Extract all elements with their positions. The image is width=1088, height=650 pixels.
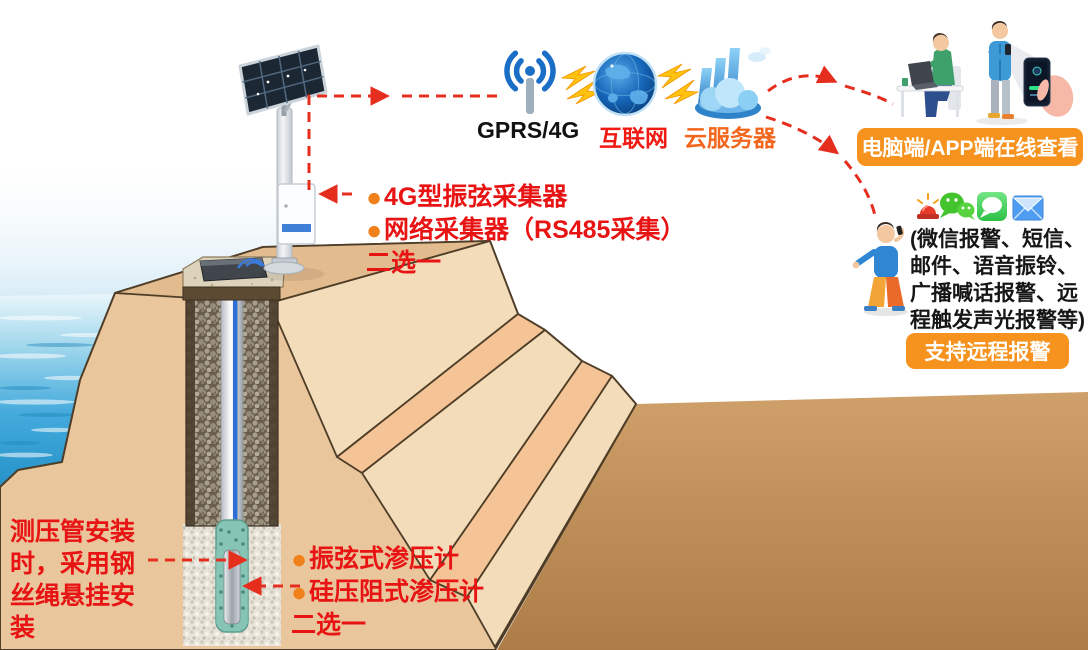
piezometer-note: ● 振弦式渗压计 ● 硅压阻式渗压计 二选一 xyxy=(291,543,484,642)
borehole xyxy=(182,256,286,646)
wechat-icon xyxy=(940,192,975,220)
collector-choose-one: 二选一 xyxy=(366,249,442,277)
connector-cloud-to-alarm-tail xyxy=(843,160,878,221)
connector-cloud-to-pc xyxy=(767,65,838,93)
internet-globe-icon xyxy=(592,51,658,117)
siren-icon xyxy=(917,193,939,219)
alarm-methods-text: (微信报警、短信、邮件、语音振铃、广播喊话报警、远程触发声光报警等) xyxy=(910,228,1085,332)
connector-cloud-to-pc-tail xyxy=(844,84,894,106)
sensor-cable xyxy=(233,286,238,552)
alarm-person-illustration xyxy=(852,222,908,316)
piezometer-option-2-text: 硅压阻式渗压计 xyxy=(309,578,485,606)
internet-label: 互联网 xyxy=(599,125,668,151)
bullet-icon: ● xyxy=(366,215,383,246)
bullet-icon: ● xyxy=(291,544,308,575)
reservoir-water xyxy=(0,294,120,487)
pc-user-illustration xyxy=(896,21,1036,125)
datalogger-box xyxy=(277,183,316,245)
station-cable xyxy=(236,258,265,269)
piezometer-option-1-text: 振弦式渗压计 xyxy=(309,545,460,573)
cloud-server-label: 云服务器 xyxy=(684,125,776,151)
gprs-antenna-icon xyxy=(504,50,556,114)
piezometer-choose-one: 二选一 xyxy=(291,611,367,639)
connector-station-to-gprs xyxy=(307,86,390,190)
cloud-server-icon xyxy=(695,47,771,119)
dam-embankment xyxy=(0,240,637,650)
datalogger-label xyxy=(282,224,311,232)
phone-hand-illustration xyxy=(1023,57,1074,117)
connector-cloud-to-alarm xyxy=(765,115,840,155)
sms-icon xyxy=(977,192,1007,221)
collector-option-2: ● 网络采集器（RS485采集） xyxy=(366,214,685,247)
piezometer-option-2: ● 硅压阻式渗压计 xyxy=(291,576,484,609)
ground xyxy=(497,392,1088,650)
piezometer-sensor xyxy=(215,519,249,633)
remote-alarm-button[interactable]: 支持远程报警 xyxy=(906,333,1069,369)
bullet-icon: ● xyxy=(291,577,308,608)
pc-app-view-button[interactable]: 电脑端/APP端在线查看 xyxy=(857,128,1083,166)
mail-icon xyxy=(1012,195,1044,221)
collector-note: ● 4G型振弦采集器 ● 网络采集器（RS485采集） 二选一 xyxy=(366,181,685,280)
piezometer-option-1: ● 振弦式渗压计 xyxy=(291,543,484,576)
solar-panel xyxy=(238,44,328,116)
collector-option-1: ● 4G型振弦采集器 xyxy=(366,181,685,214)
monitoring-station xyxy=(236,44,328,281)
bullet-icon: ● xyxy=(366,182,383,213)
gprs-label: GPRS/4G xyxy=(477,117,580,143)
install-note: 测压管安装时，采用钢丝绳悬挂安装 xyxy=(10,518,136,642)
collector-option-2-text: 网络采集器（RS485采集） xyxy=(384,216,686,244)
connector-lines xyxy=(148,65,894,596)
collector-option-1-text: 4G型振弦采集器 xyxy=(384,183,568,211)
